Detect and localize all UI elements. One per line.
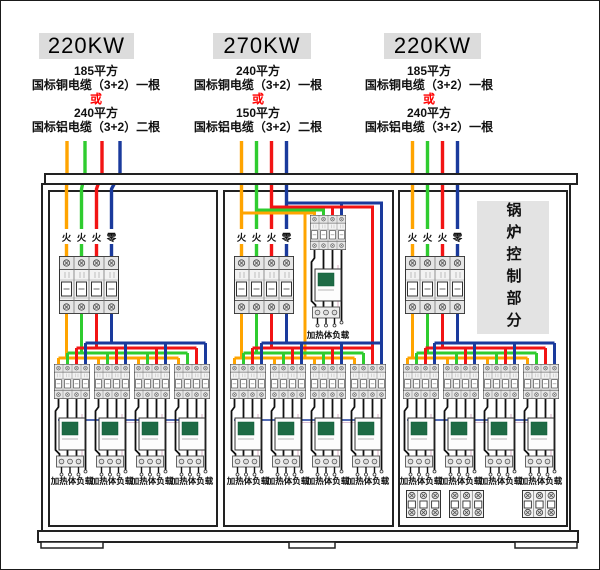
- boiler-control-label: 锅炉控制部分: [504, 201, 522, 334]
- section-2-power-header: 270KW: [213, 33, 311, 59]
- spec-line: 国标铝电缆（3+2）二根: [31, 120, 161, 134]
- boiler-control-box: 锅炉控制部分: [477, 201, 549, 334]
- section-3-power-header: 220KW: [384, 33, 481, 59]
- svg-text:火: 火: [438, 233, 448, 244]
- cabinet-bottom-bar: [37, 530, 579, 543]
- svg-text:火: 火: [62, 233, 72, 244]
- svg-text:加热体负载: 加热体负载: [399, 476, 443, 486]
- aux-block: [523, 491, 557, 518]
- section-1-power-header: 220KW: [39, 33, 134, 59]
- spec-line: 150平方: [235, 106, 281, 120]
- aux-block: [407, 491, 441, 518]
- spec-or-line: 或: [251, 92, 264, 106]
- svg-text:火: 火: [408, 233, 418, 244]
- main-breaker-1: [60, 257, 119, 314]
- spec-line: 国标铝电缆（3+2）一根: [364, 120, 494, 134]
- panel-1-distribution-wires: [57, 314, 207, 365]
- neutral-label: 零: [452, 233, 463, 244]
- cabinet-foot: [40, 541, 104, 549]
- spec-line: 国标铜电缆（3+2）一根: [364, 78, 494, 92]
- svg-text:火: 火: [252, 233, 262, 244]
- aux-block: [450, 491, 484, 518]
- spec-line: 240平方: [235, 64, 281, 78]
- section-3-cable-spec: 185平方 国标铜电缆（3+2）一根 或 240平方 国标铝电缆（3+2）一根: [339, 64, 519, 134]
- svg-text:加热体负载: 加热体负载: [346, 476, 390, 486]
- svg-text:加热体负载: 加热体负载: [50, 476, 94, 486]
- svg-text:火: 火: [423, 233, 433, 244]
- spec-line: 185平方: [406, 64, 452, 78]
- svg-text:加热体负载: 加热体负载: [306, 476, 350, 486]
- section-2-cable-spec: 240平方 国标铜电缆（3+2）一根 或 150平方 国标铝电缆（3+2）二根: [168, 64, 348, 134]
- svg-text:加热体负载: 加热体负载: [266, 476, 310, 486]
- section-1-cable-spec: 185平方 国标铜电缆（3+2）一根 或 240平方 国标铝电缆（3+2）二根: [6, 64, 186, 134]
- svg-text:加热体负载: 加热体负载: [519, 476, 563, 486]
- svg-text:加热体负载: 加热体负载: [130, 476, 174, 486]
- svg-text:加热体负载: 加热体负载: [90, 476, 134, 486]
- cabinet-bars: [37, 173, 579, 549]
- spec-or-line: 或: [422, 92, 435, 106]
- svg-text:火: 火: [77, 233, 87, 244]
- phase-labels: 火 火 火 零 火 火 火 零 火 火 火 零: [62, 233, 463, 244]
- cabinet-top-bar: [44, 173, 578, 185]
- cabinet-foot: [288, 541, 336, 549]
- svg-text:加热体负载: 加热体负载: [439, 476, 483, 486]
- neutral-label: 零: [281, 233, 292, 244]
- spec-line: 240平方: [73, 106, 119, 120]
- spec-line: 240平方: [406, 106, 452, 120]
- spec-line: 国标铝电缆（3+2）二根: [193, 120, 323, 134]
- spec-or-line: 或: [89, 92, 102, 106]
- neutral-label: 零: [106, 233, 117, 244]
- main-breaker-3: [406, 257, 465, 314]
- svg-text:火: 火: [237, 233, 247, 244]
- svg-text:火: 火: [92, 233, 102, 244]
- spec-line: 国标铜电缆（3+2）一根: [193, 78, 323, 92]
- svg-text:加热体负载: 加热体负载: [170, 476, 214, 486]
- cabinet-foot: [514, 541, 578, 549]
- panel-3-distribution-wires: [406, 314, 556, 365]
- panel-2-distribution-wires: [233, 314, 383, 365]
- heater-load-labels: 加热体负载 加热体负载 加热体负载 加热体负载 加热体负载 加热体负载 加热体负…: [50, 330, 563, 486]
- main-breaker-2: [235, 257, 294, 314]
- svg-text:加热体负载: 加热体负载: [226, 476, 270, 486]
- svg-text:加热体负载: 加热体负载: [479, 476, 523, 486]
- section-2-incoming-wires: [239, 141, 383, 358]
- svg-text:火: 火: [267, 233, 277, 244]
- spec-line: 185平方: [73, 64, 119, 78]
- spec-line: 国标铜电缆（3+2）一根: [31, 78, 161, 92]
- aux-terminal-blocks: [407, 491, 557, 518]
- svg-text:加热体负载: 加热体负载: [306, 330, 350, 340]
